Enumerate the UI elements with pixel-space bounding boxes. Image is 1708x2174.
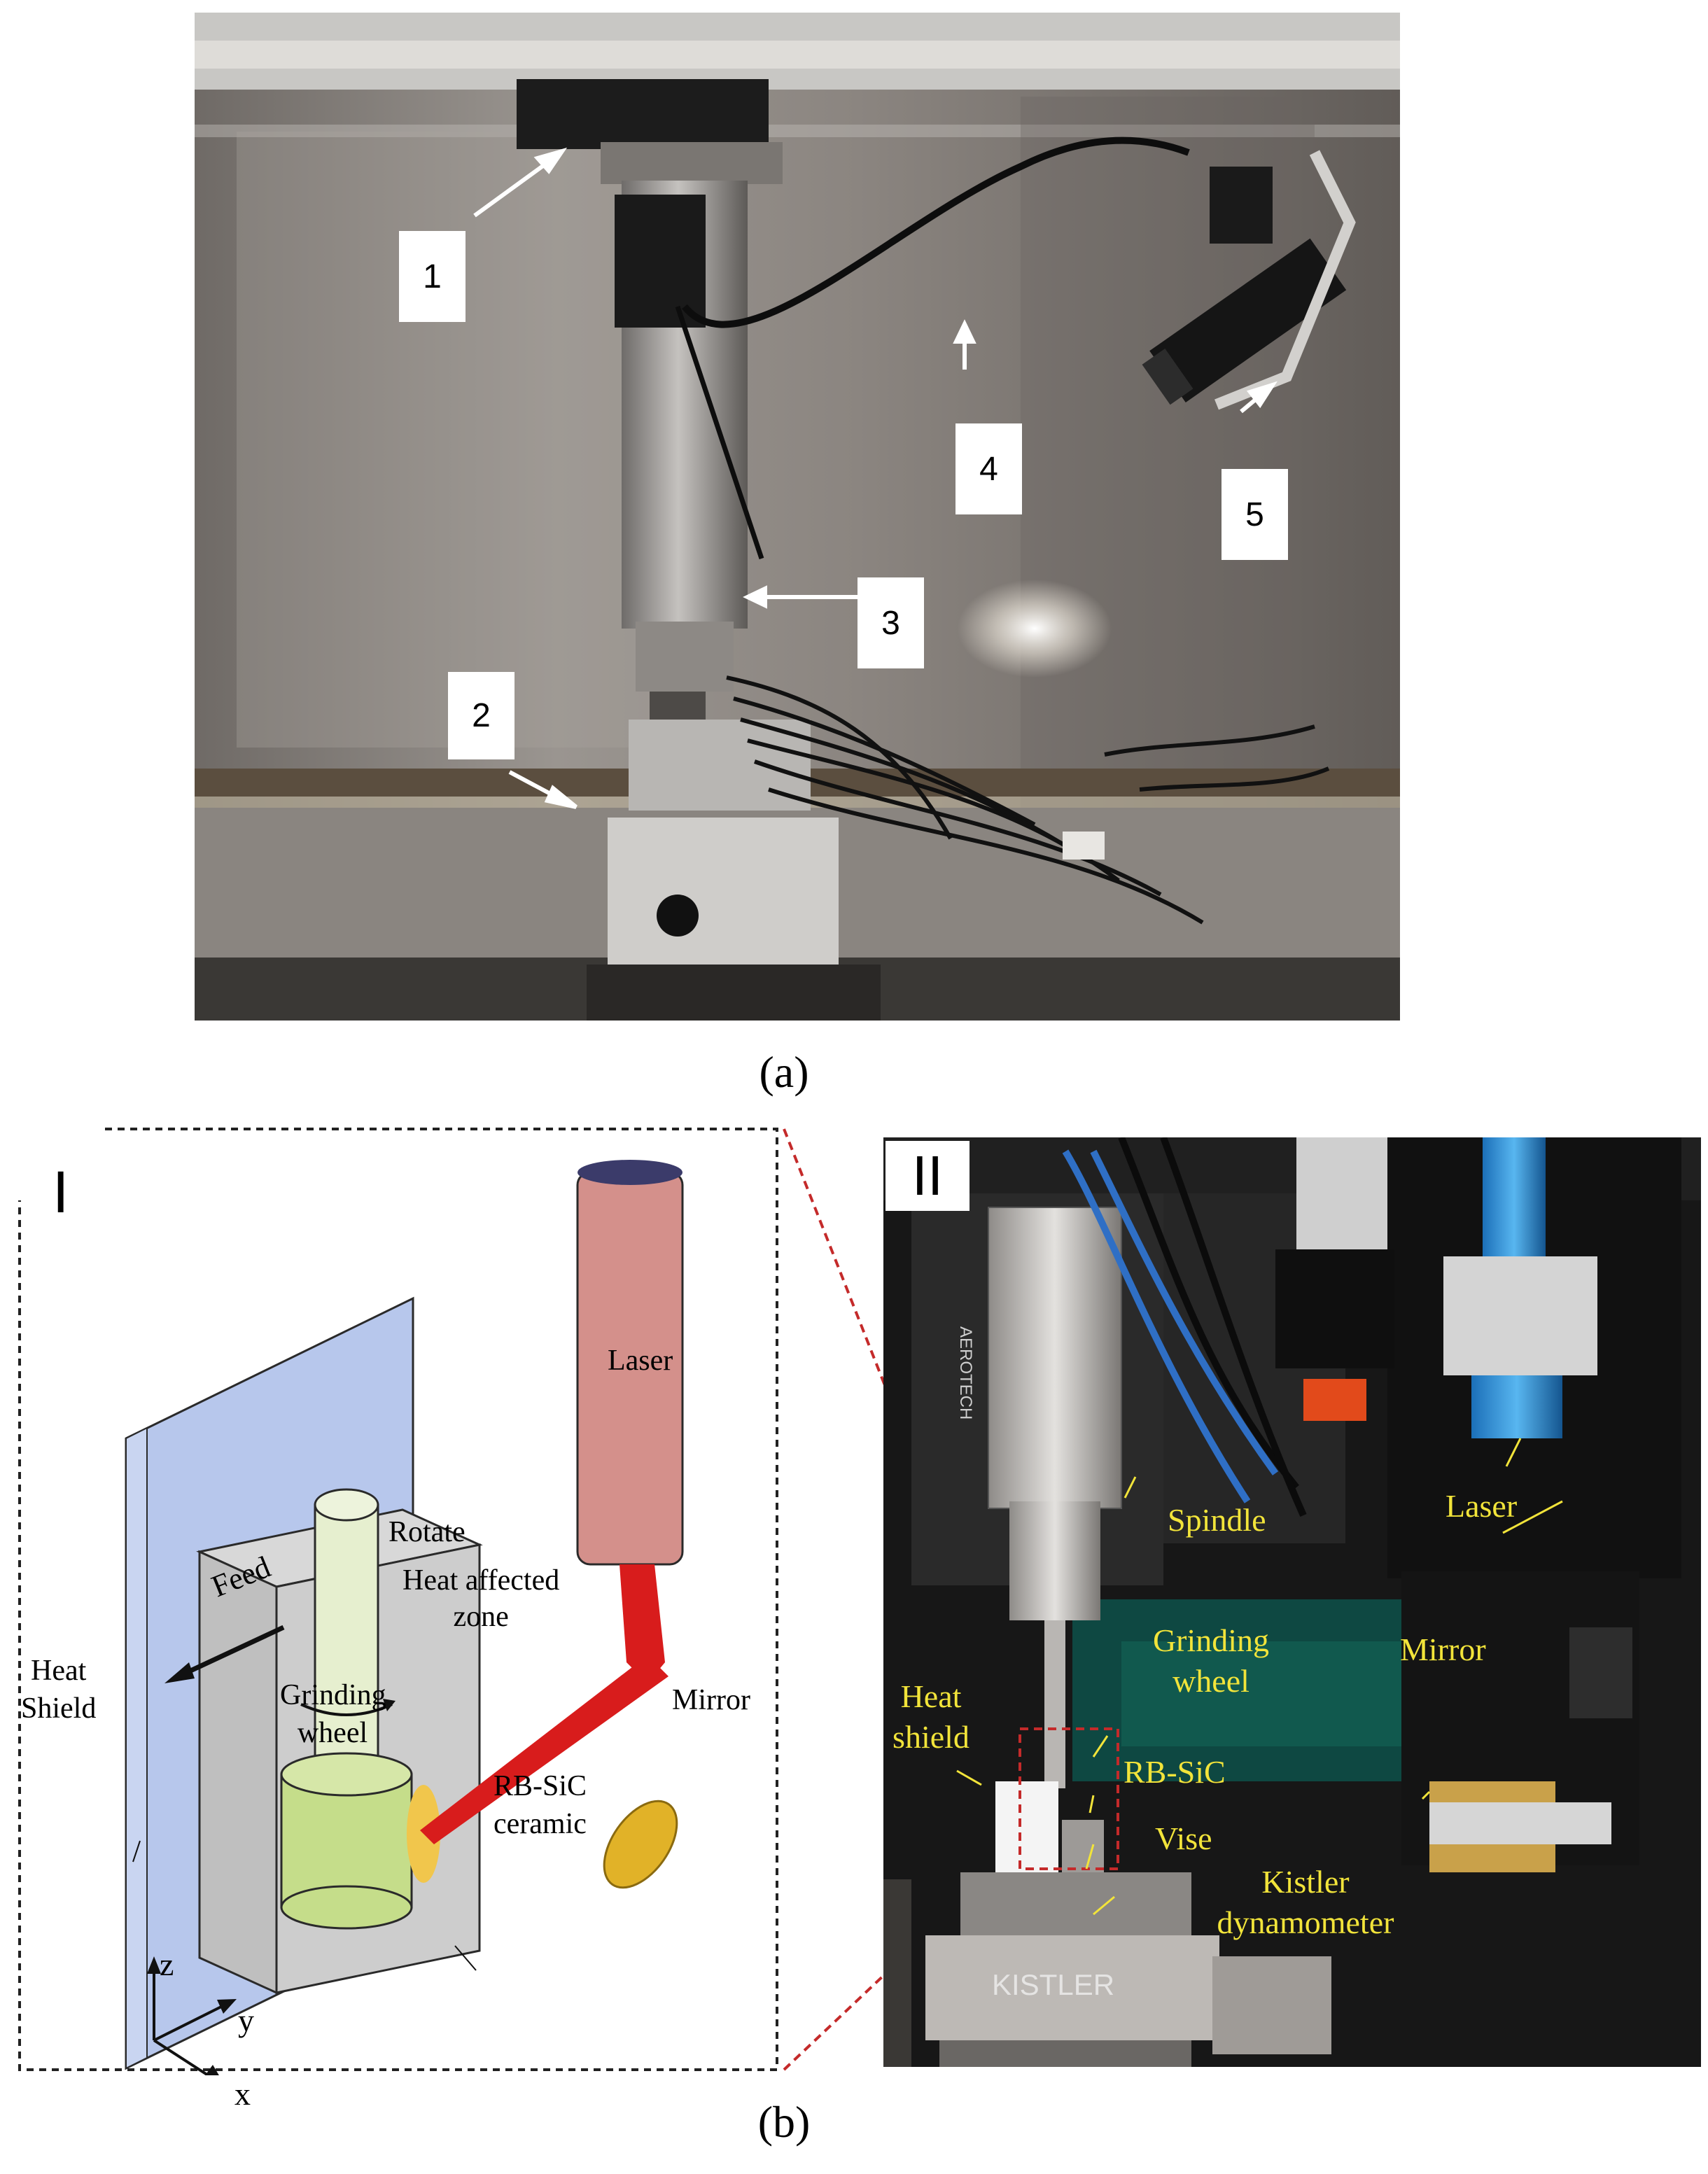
label-1: 1 (399, 231, 465, 322)
ceramic-line2: ceramic (493, 1808, 587, 1840)
grinding-line1: Grinding (280, 1679, 386, 1711)
rotate-label: Rotate (388, 1516, 465, 1548)
heat-shield-line1: Heat (31, 1655, 87, 1687)
heat-affected-line2: zone (453, 1601, 509, 1633)
label-5: 5 (1222, 469, 1288, 560)
kistler-line2: dynamometer (1217, 1905, 1394, 1940)
brand-kistler-text: KISTLER (992, 1968, 1114, 2001)
grinding-wheel-label-schematic: Grinding wheel (280, 1676, 386, 1752)
mirror-label-schematic: Mirror (672, 1684, 750, 1716)
label-4-text: 4 (979, 450, 998, 488)
axis-z-label: z (160, 1947, 174, 1982)
photo-ii: AEROTECH KISTLER (883, 1137, 1701, 2067)
heat-shield-photo-line1: Heat (900, 1678, 962, 1714)
ceramic-line1: RB-SiC (493, 1770, 587, 1802)
mirror-label-photo: Mirror (1400, 1632, 1486, 1667)
brand-aerotech-text: AEROTECH (956, 1326, 975, 1419)
heat-shield-label-photo: Heat shield (886, 1676, 976, 1758)
laser-label-schematic: Laser (608, 1345, 673, 1377)
label-1-text: 1 (423, 258, 442, 295)
grinding-photo-line2: wheel (1172, 1663, 1250, 1699)
label-4: 4 (955, 423, 1022, 514)
vise-label: Vise (1155, 1821, 1212, 1856)
axis-y-label: y (238, 2003, 254, 2038)
schematic-roman-numeral: I (52, 1159, 69, 1225)
heat-shield-label-schematic: Heat Shield (21, 1652, 96, 1727)
kistler-line1: Kistler (1261, 1864, 1350, 1900)
caption-b: (b) (757, 2097, 811, 2147)
photo-a (195, 13, 1400, 1021)
rbsic-label: RB-SiC (1124, 1754, 1226, 1790)
grinding-wheel-label-photo: Grinding wheel (1120, 1620, 1302, 1702)
ceramic-label: RB-SiC ceramic (493, 1767, 587, 1843)
heat-shield-line2: Shield (21, 1692, 97, 1725)
label-3: 3 (858, 577, 924, 668)
spindle-label: Spindle (1168, 1502, 1266, 1538)
label-2: 2 (448, 672, 514, 759)
laser-label-photo: Laser (1446, 1488, 1518, 1524)
grinding-line2: wheel (297, 1717, 368, 1749)
schematic-i (14, 1123, 791, 2075)
label-5-text: 5 (1245, 496, 1264, 533)
heat-affected-zone-label: Heat affected zone (402, 1562, 559, 1635)
axis-x-label: x (234, 2076, 251, 2112)
photo-roman-numeral: II (886, 1141, 969, 1211)
kistler-dynamometer-label: Kistler dynamometer (1200, 1862, 1410, 1943)
caption-a: (a) (759, 1047, 809, 1097)
heat-shield-photo-line2: shield (892, 1719, 969, 1755)
label-2-text: 2 (472, 697, 491, 734)
grinding-photo-line1: Grinding (1152, 1622, 1270, 1658)
label-3-text: 3 (881, 604, 900, 642)
heat-affected-line1: Heat affected (402, 1564, 560, 1597)
